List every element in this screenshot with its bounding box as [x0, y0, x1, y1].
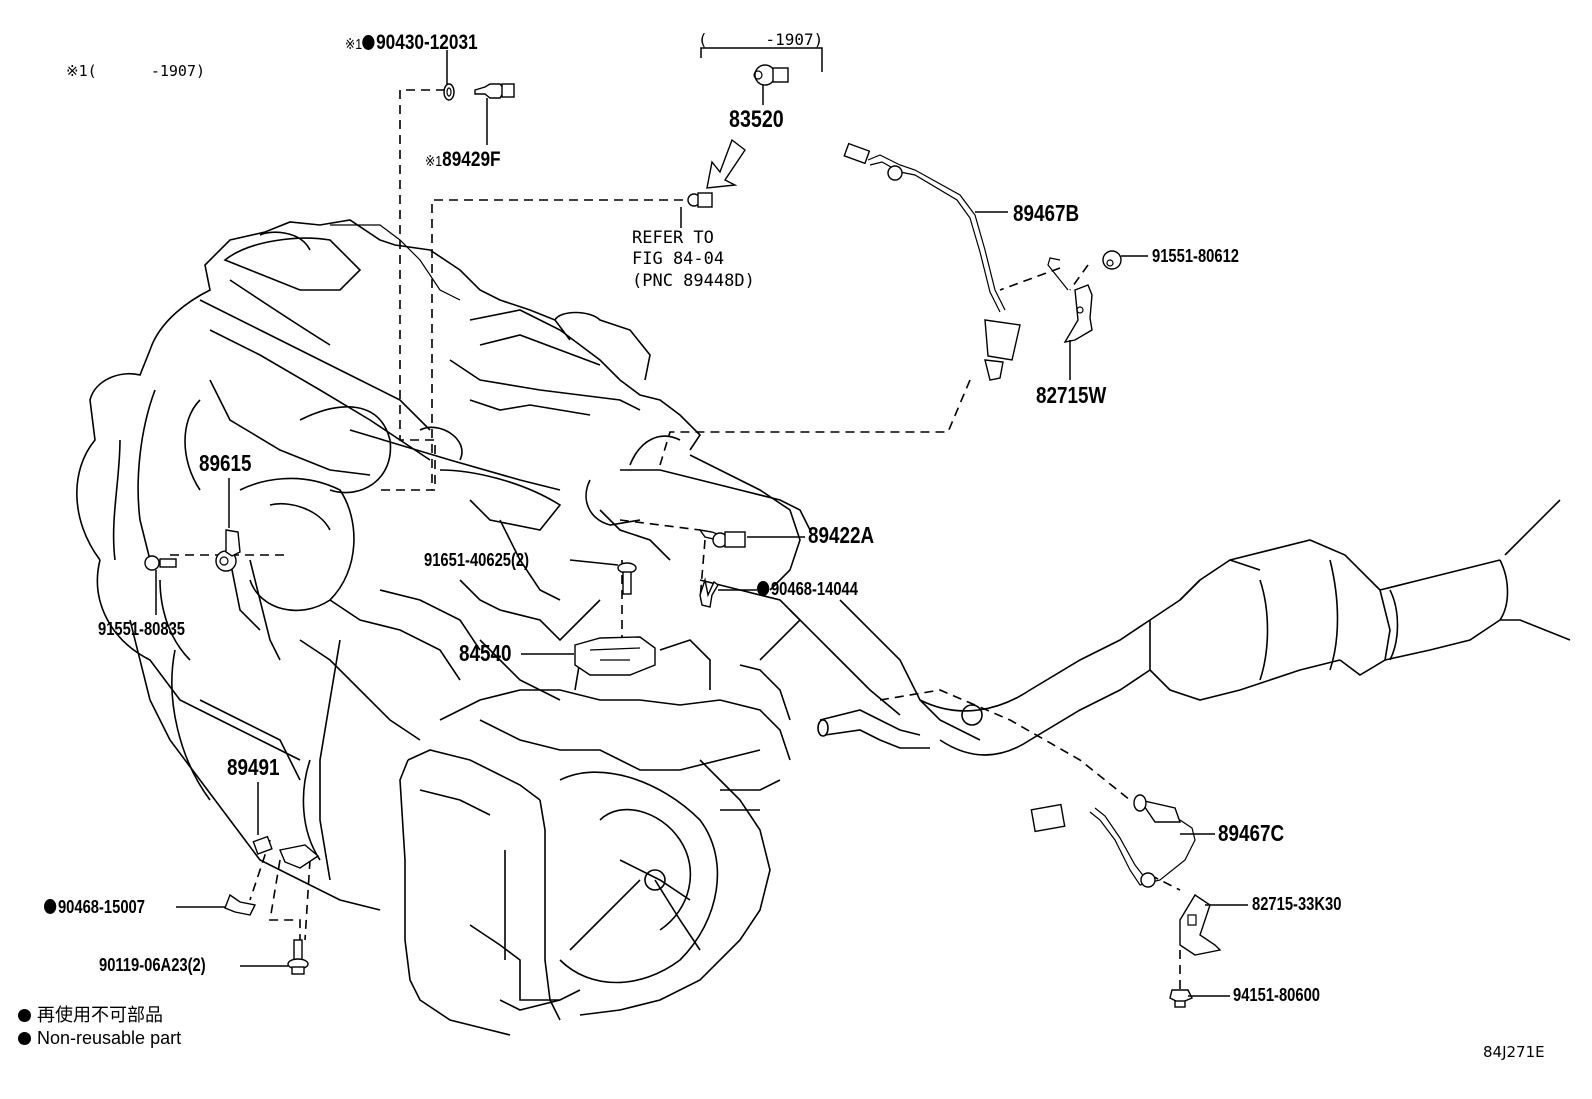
footnote-marker: ※1	[66, 62, 88, 80]
bracket-date-range: ( -1907)	[698, 30, 824, 49]
leader-lines	[155, 47, 1248, 997]
gasket-90430-12031-icon[interactable]	[443, 83, 455, 101]
illustration-code: 84J271E	[1483, 1043, 1545, 1061]
legend-item-japanese: 再使用不可部品	[18, 1004, 181, 1027]
footnote-range: ( -1907)	[87, 62, 206, 80]
part-label-90468-15007[interactable]: 90468-15007	[44, 898, 145, 916]
knock-sensor-89615-icon[interactable]	[215, 529, 241, 572]
assembly-guide-lines	[170, 89, 1181, 990]
part-label-84540[interactable]: 84540	[459, 640, 512, 666]
reference-note-line: (PNC 89448D)	[632, 270, 755, 291]
part-label-89491[interactable]: 89491	[227, 754, 280, 780]
sensor-89422A-icon[interactable]	[698, 529, 746, 548]
clip-90468-15007-icon[interactable]	[224, 893, 257, 916]
legend-item-english: Non-reusable part	[18, 1027, 181, 1050]
reference-note-line: REFER TO	[632, 228, 714, 248]
switch-83520-icon[interactable]	[753, 64, 789, 86]
part-label-90119-06A23[interactable]: 90119-06A23(2)	[99, 955, 206, 975]
reference-note-line: FIG 84-04	[632, 249, 725, 270]
part-label-89467B[interactable]: 89467B	[1013, 200, 1080, 226]
non-reusable-icon	[44, 899, 57, 914]
part-label-91551-80835[interactable]: 91551-80835	[98, 619, 186, 639]
part-label-90468-14044[interactable]: 90468-14044	[757, 580, 858, 598]
non-reusable-icon	[757, 581, 770, 596]
non-reusable-icon	[18, 1009, 31, 1022]
footnote-date-range: ※1( -1907)	[66, 62, 205, 81]
bolt-90119-06A23-icon[interactable]	[287, 939, 309, 975]
part-label-91551-80612[interactable]: 91551-80612	[1152, 246, 1240, 266]
sensor-89429F-icon[interactable]	[474, 83, 515, 99]
bolt-91551-80835-icon[interactable]	[144, 555, 177, 571]
oxygen-sensor-89467C-icon[interactable]	[1030, 794, 1196, 888]
exhaust-pipe-outline	[789, 499, 1571, 756]
bolt-91551-80612-icon[interactable]	[1102, 250, 1122, 270]
clip-90468-14044-icon[interactable]	[699, 577, 719, 608]
footnote-marker: ※1	[345, 36, 363, 53]
part-label-89429F[interactable]: ※189429F	[425, 148, 501, 171]
legend: 再使用不可部品 Non-reusable part	[18, 1004, 181, 1051]
part-label-82715-33K30[interactable]: 82715-33K30	[1252, 894, 1342, 914]
part-label-94151-80600[interactable]: 94151-80600	[1233, 985, 1321, 1005]
bracket-82715W-icon[interactable]	[1047, 257, 1093, 343]
non-reusable-icon	[362, 35, 375, 50]
direction-arrow-icon	[706, 138, 746, 189]
bracket-82715-33K30-icon[interactable]	[1179, 894, 1222, 956]
sensor-89448D-icon	[687, 192, 713, 208]
sensor-89491-icon[interactable]	[252, 835, 320, 869]
switch-84540-icon[interactable]	[574, 636, 656, 676]
oxygen-sensor-89467B-icon[interactable]	[843, 142, 1021, 381]
non-reusable-icon	[18, 1032, 31, 1046]
reference-note: REFER TO FIG 84-04 (PNC 89448D)	[632, 228, 755, 292]
bolt-91651-40625-icon[interactable]	[617, 562, 637, 595]
part-label-89467C[interactable]: 89467C	[1218, 820, 1285, 846]
part-label-91651-40625[interactable]: 91651-40625(2)	[424, 550, 530, 570]
footnote-marker: ※1	[425, 153, 443, 170]
nut-94151-80600-icon[interactable]	[1169, 989, 1193, 1008]
part-label-83520[interactable]: 83520	[729, 106, 784, 133]
engine-outline	[76, 219, 811, 911]
transaxle-outline	[399, 639, 791, 1036]
part-label-89615[interactable]: 89615	[199, 450, 252, 476]
part-label-82715W[interactable]: 82715W	[1036, 382, 1107, 408]
part-label-89422A[interactable]: 89422A	[808, 522, 875, 548]
